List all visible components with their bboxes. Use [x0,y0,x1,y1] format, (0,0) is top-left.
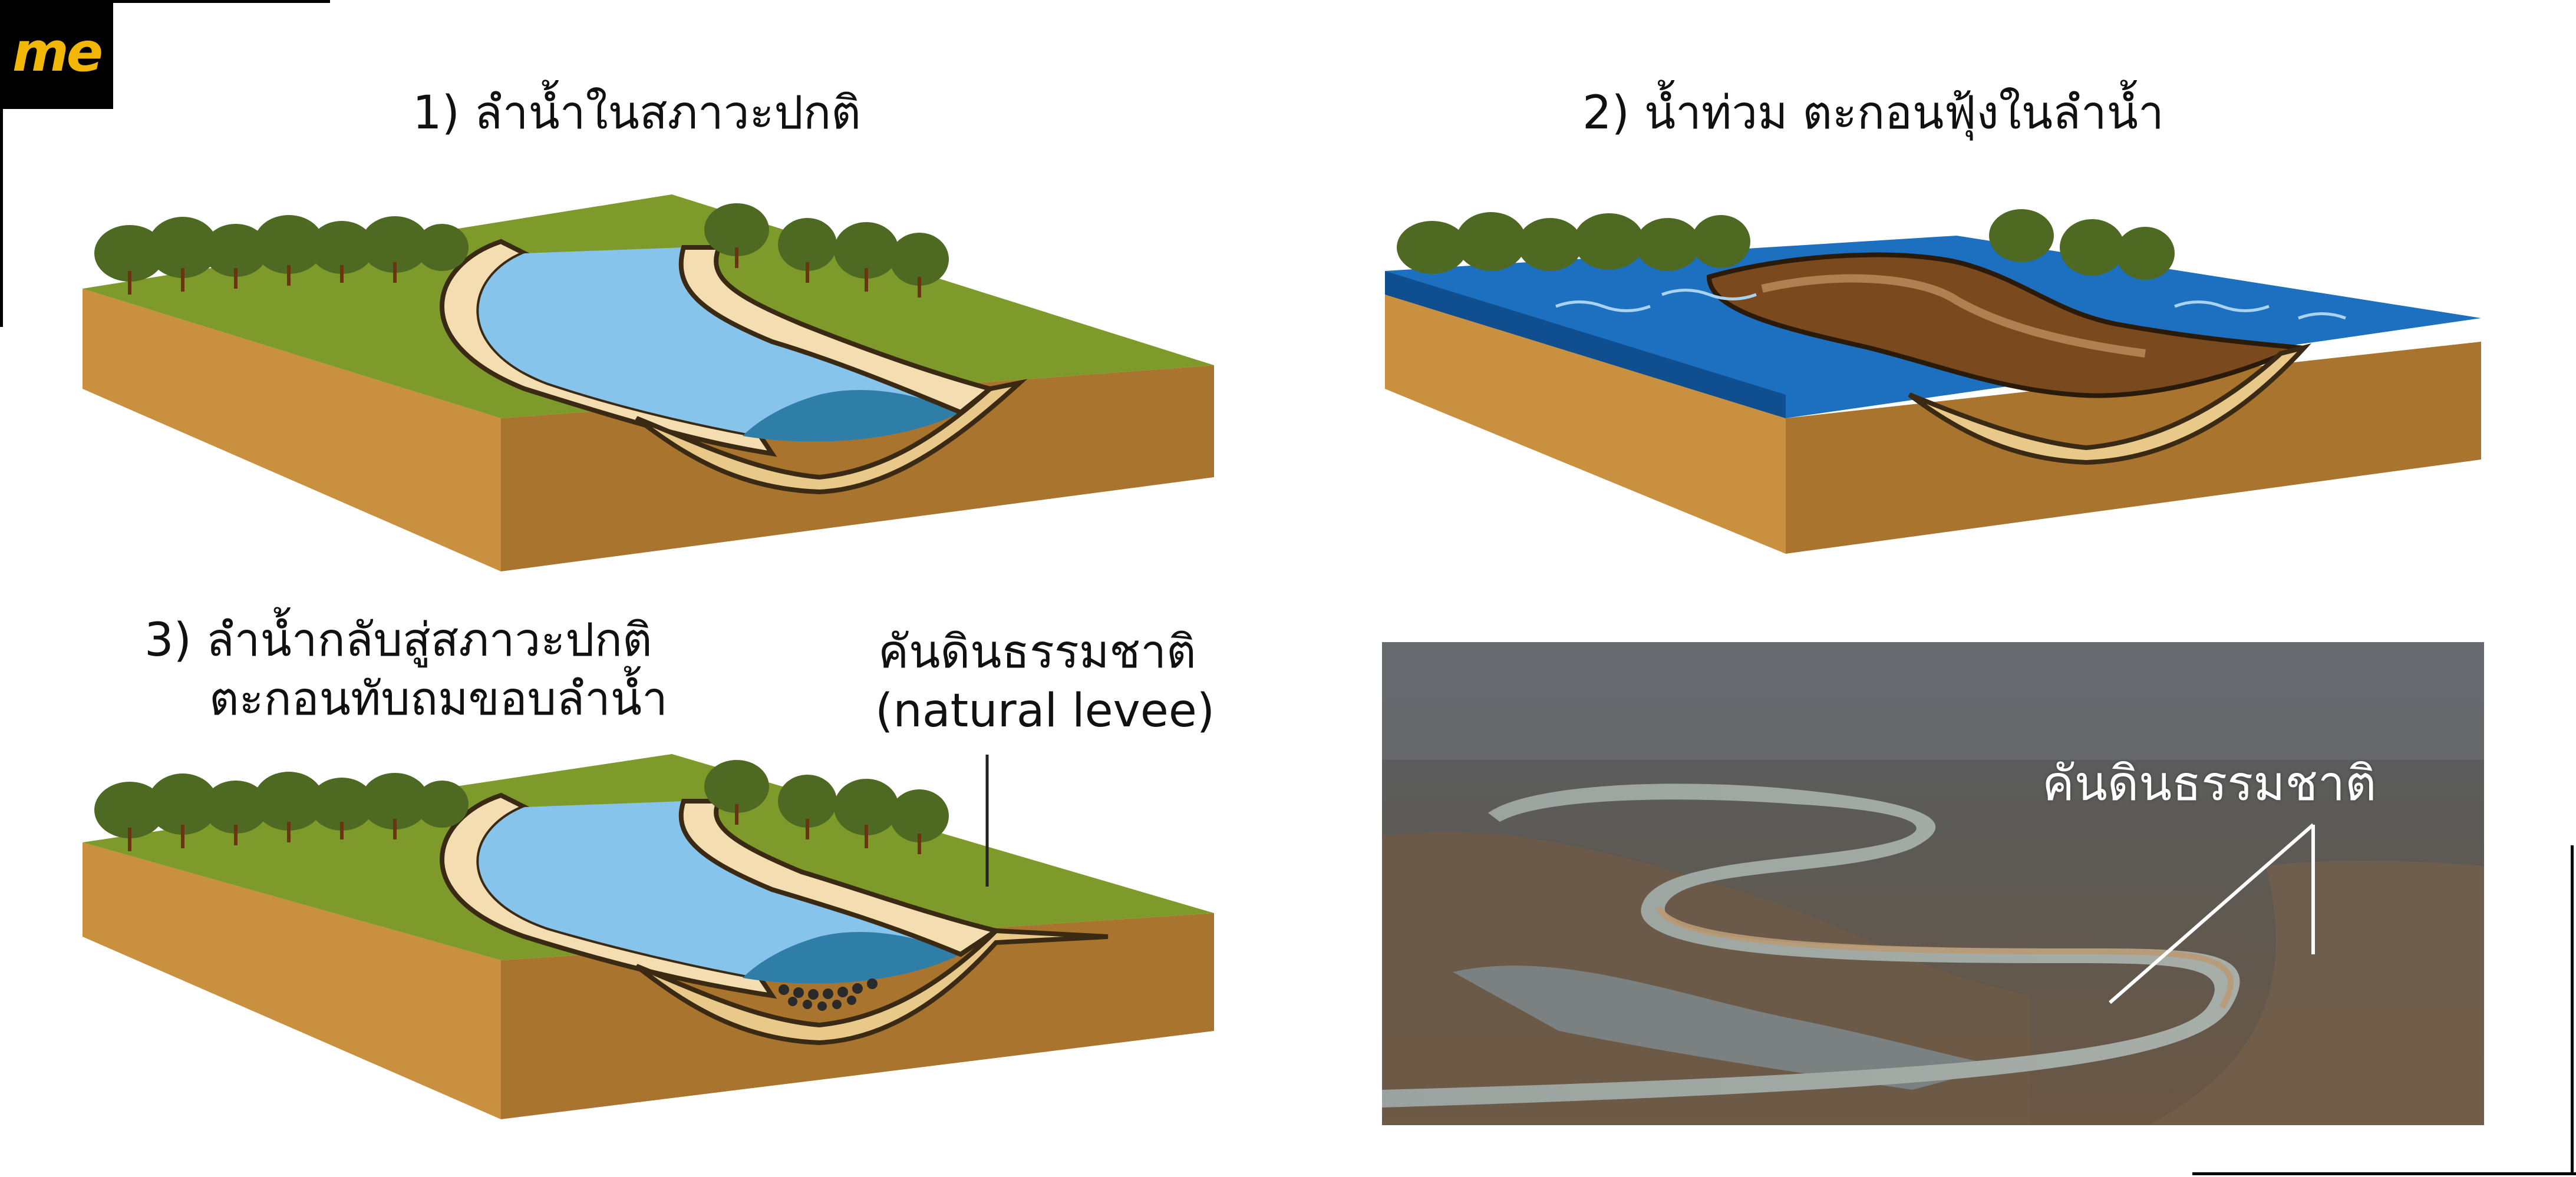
soil-front [1385,295,1786,554]
river-deep [743,931,961,984]
panel-3-title-line1: 3) ลำน้ำกลับสู่สภาวะปกติ [144,614,652,667]
label-pointer-left [2109,823,2314,1004]
logo: me [0,0,113,109]
levee-strip [1656,905,2234,1009]
marsh-water [1453,966,2001,1090]
levee-label-thai: คันดินธรรมชาติ [878,626,1196,679]
photo-levee-label: คันดินธรรมชาติ [2042,756,2377,812]
right-marsh [2148,861,2484,1125]
levee-right [678,799,1002,957]
logo-text: me [12,21,103,84]
soil-front [83,842,501,1119]
river-water [479,247,961,438]
soil-front [83,289,501,571]
flood-water-front [1385,271,1786,418]
panel-2-title: 2) น้ำท่วม ตะกอนฟุ้งในลำน้ำ [1582,87,2164,140]
tree-line-left [1397,212,1750,274]
tree-line-right [1989,209,2175,280]
frame-line-left [0,0,3,327]
tree-line-right [704,203,949,286]
tree-trunks-right [735,247,921,297]
tree-trunks-left [128,819,397,851]
sediment-swirl [1761,274,2146,358]
tree-trunks-left [128,262,397,295]
river-cross-section [1908,343,2311,465]
panel-3-title-line2: ตะกอนทับถมขอบลำน้ำ [209,673,668,726]
river-cross-section [635,379,1028,495]
tree-line-right [704,760,949,842]
panel-3-diagram [83,754,1214,1119]
panel-2-diagram [1385,209,2481,554]
river-deep [743,389,961,442]
frame-line-right [2571,845,2574,1175]
aerial-photo [1382,642,2484,1125]
panel-1-title: 1) ลำน้ำในสภาวะปกติ [413,87,861,140]
frame-line-top-left [0,0,330,3]
tree-line-left [94,215,469,282]
tree-line-left [94,772,469,838]
levee-label-english: (natural levee) [875,685,1215,738]
frame-line-bottom-right [2192,1172,2576,1175]
water-waves [1555,289,2346,320]
river-cross-section [635,928,1109,1046]
gravel-bed [779,978,878,1011]
far-field [1382,642,2484,760]
panel-1-diagram [83,194,1214,571]
tree-trunks-right [735,804,921,854]
